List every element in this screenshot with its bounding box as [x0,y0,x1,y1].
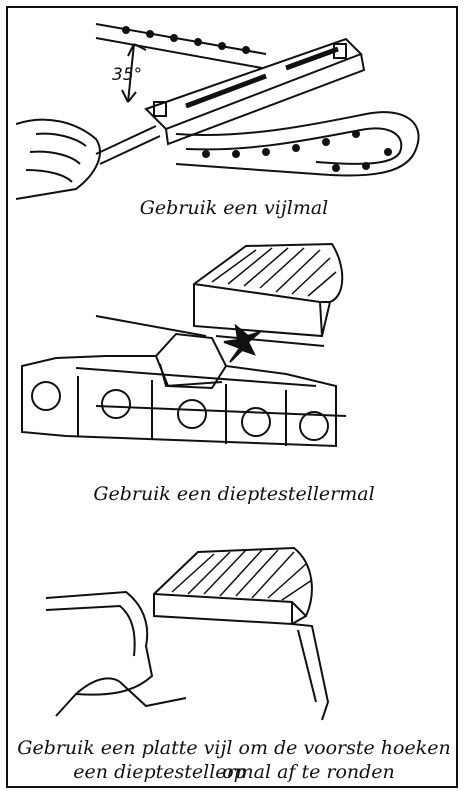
caption-flat-file-line1: Gebruik een platte vijl om de voorste ho… [17,737,451,783]
angle-label: 35° [112,65,142,85]
caption-file-guide: Gebruik een vijlmal [139,197,329,219]
illustration-frame: 35° Gebruik een vijlmal [6,6,458,788]
figure-depth-gauge [16,236,452,466]
figure-file-guide: 35° [16,14,452,214]
caption-flat-file-line2: een dieptestellermal af te ronden [73,761,395,783]
caption-depth-gauge: Gebruik een dieptestellermal [93,483,375,505]
depth-gauge-drawing [21,242,347,448]
file-guide-drawing: 35° [16,23,420,200]
flat-file-drawing [45,546,330,721]
figure-flat-file [16,526,452,726]
